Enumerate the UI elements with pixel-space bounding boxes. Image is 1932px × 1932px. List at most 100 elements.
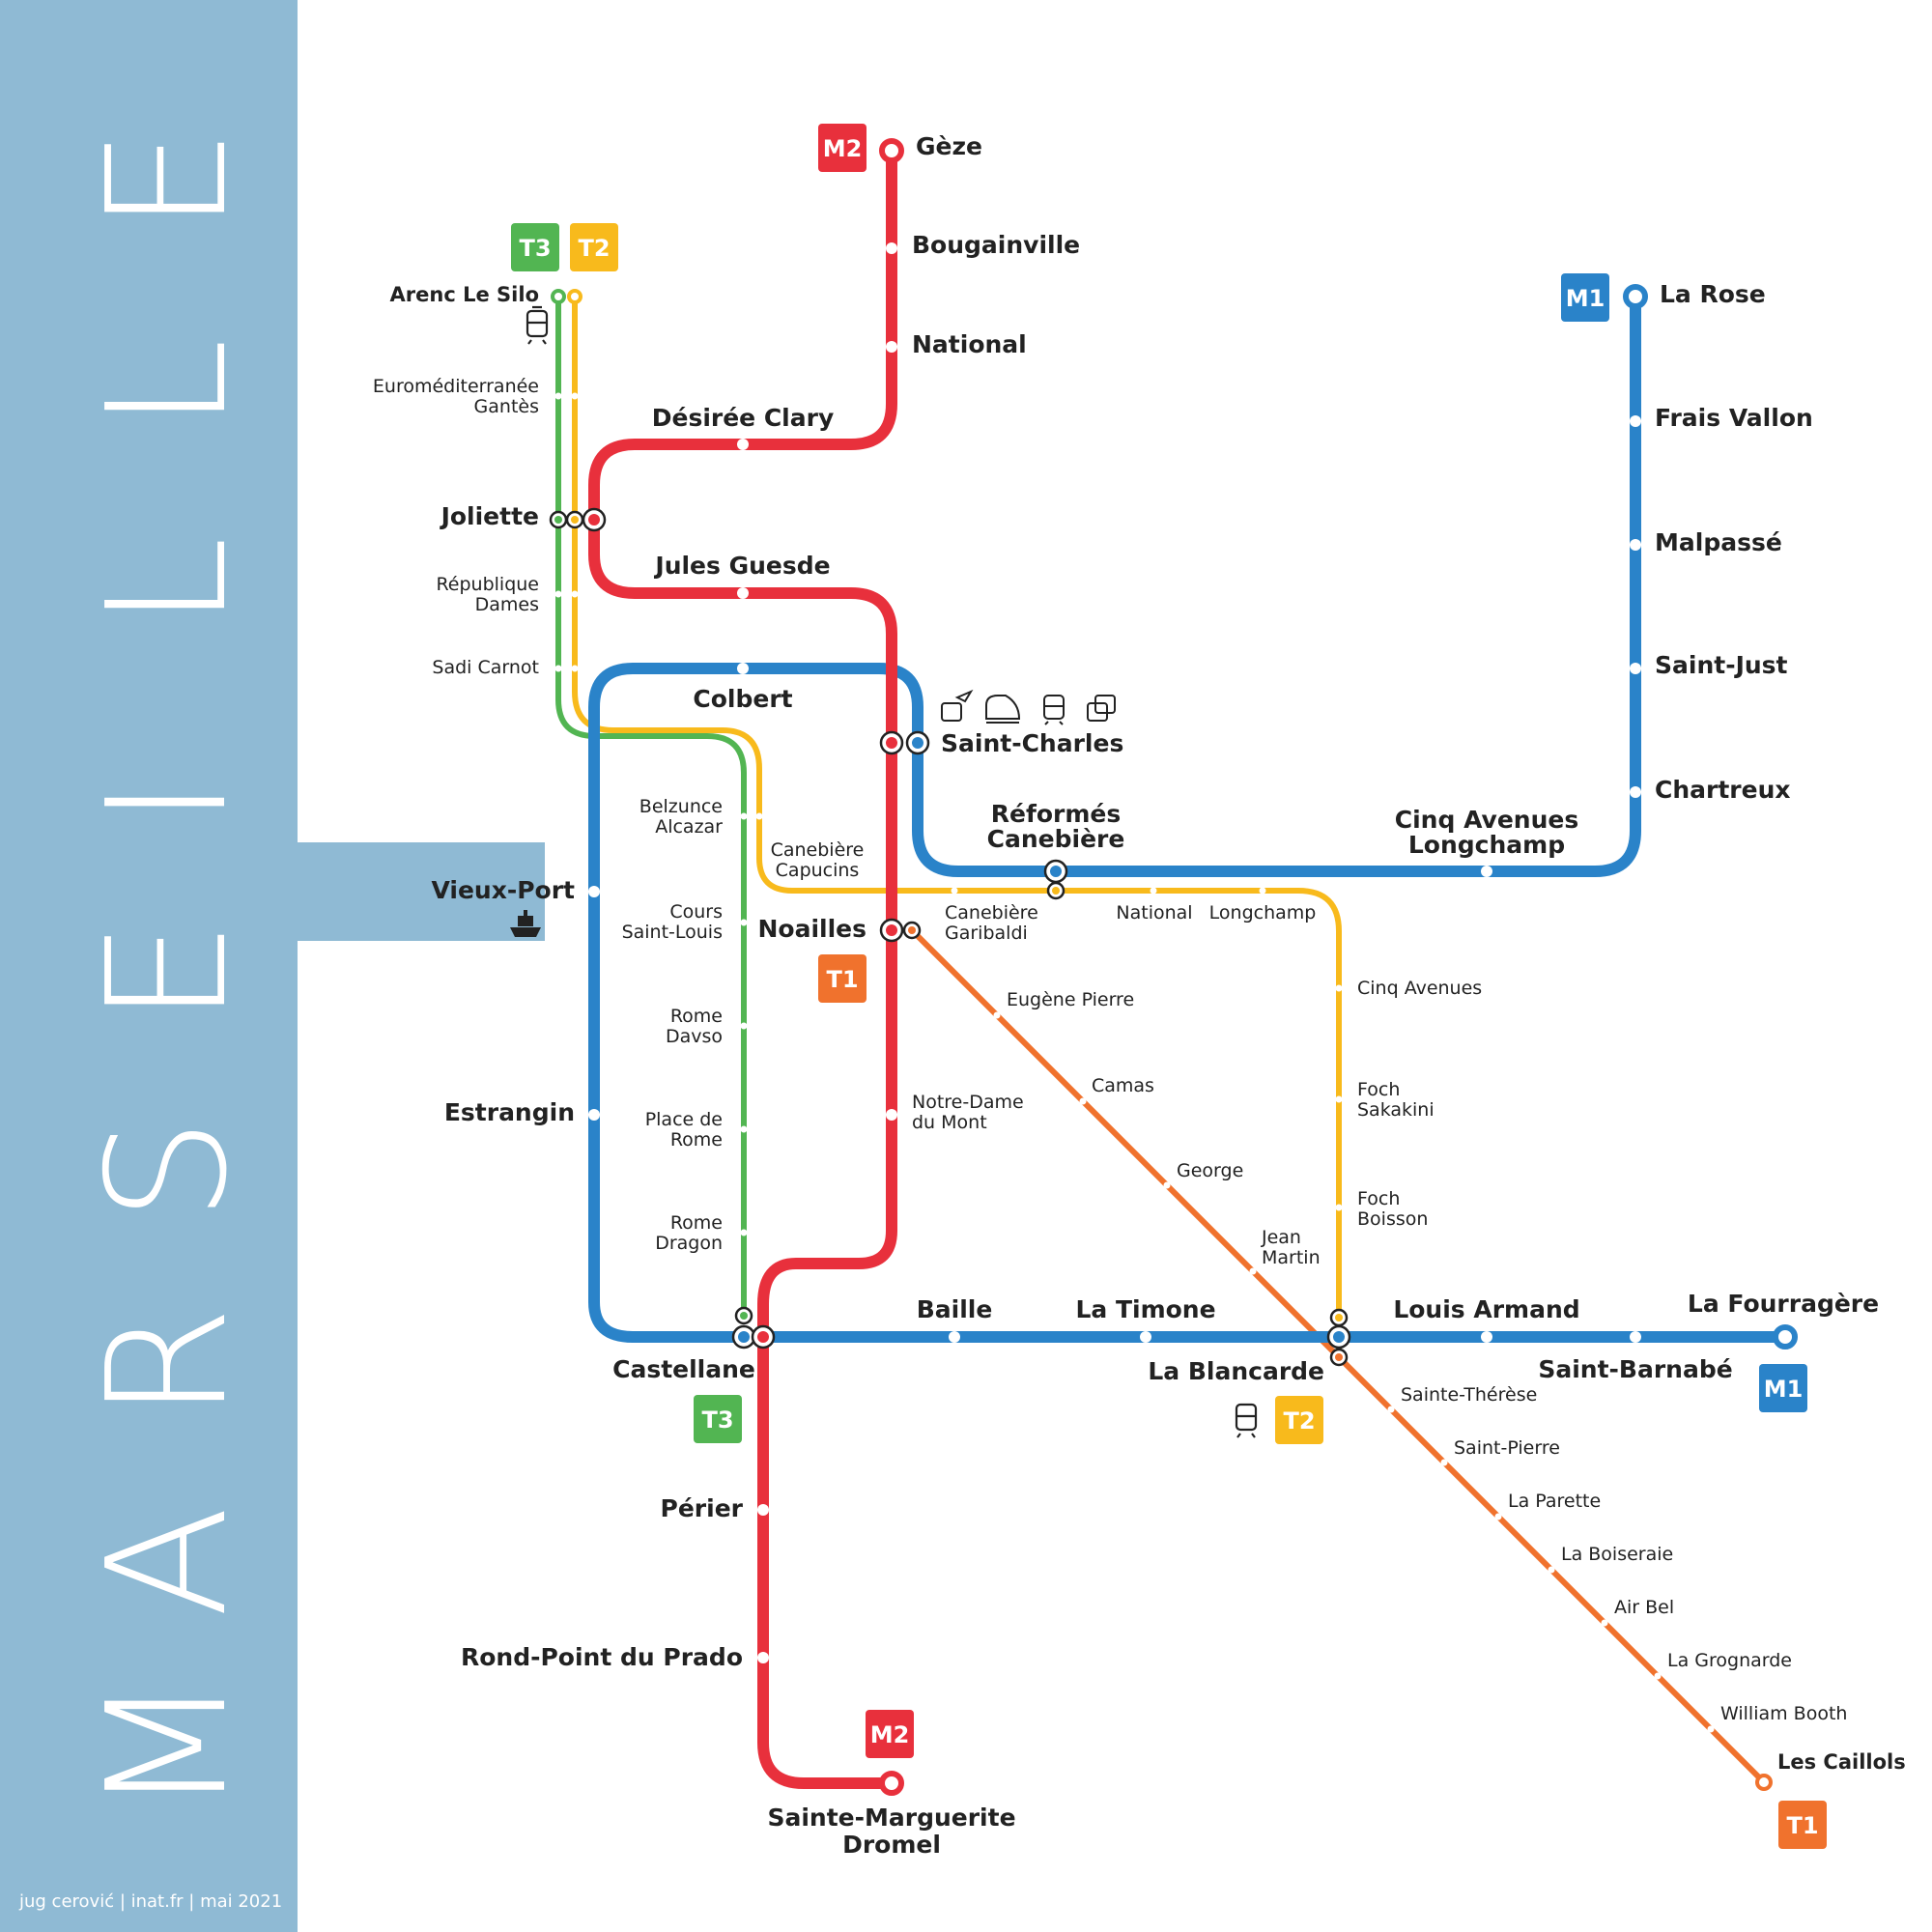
station-stop[interactable] [755, 812, 763, 820]
station-label-cinq-avenues-t2: Cinq Avenues [1357, 978, 1482, 999]
terminal-stop[interactable] [567, 289, 582, 304]
interchange-castellane[interactable] [731, 1306, 776, 1350]
station-stop[interactable] [737, 439, 749, 450]
interchange-reformes[interactable] [1043, 859, 1068, 900]
station-stop[interactable] [740, 1125, 748, 1133]
svg-text:T2: T2 [578, 235, 610, 262]
title-letter: S [72, 1118, 264, 1222]
badge-m1-north[interactable]: M1 [1561, 273, 1609, 322]
interchange-la-blancarde[interactable] [1326, 1308, 1351, 1367]
station-label-rond-point: Rond-Point du Prado [461, 1643, 743, 1671]
station-stop[interactable] [1630, 663, 1641, 674]
station-stop[interactable] [993, 1011, 1001, 1019]
station-stop[interactable] [1163, 1181, 1171, 1189]
interchange-noailles[interactable] [879, 918, 922, 943]
station-stop[interactable] [1654, 1672, 1662, 1680]
badge-t2-blancarde[interactable]: T2 [1275, 1396, 1323, 1444]
station-stop[interactable] [1630, 1331, 1641, 1343]
station-stop[interactable] [1335, 984, 1343, 992]
line-t3 [555, 297, 747, 1316]
station-stop[interactable] [1630, 786, 1641, 798]
station-stop[interactable] [740, 919, 748, 926]
station-stop[interactable] [740, 812, 748, 820]
station-stop[interactable] [737, 663, 749, 674]
station-stop[interactable] [886, 341, 897, 353]
station-stop[interactable] [1548, 1566, 1555, 1574]
title-letter: L [72, 338, 264, 430]
station-stop[interactable] [1601, 1619, 1608, 1627]
station-stop[interactable] [554, 590, 562, 598]
station-stop[interactable] [1079, 1097, 1087, 1105]
station-stop[interactable] [737, 587, 749, 599]
bus-icon [1087, 695, 1116, 722]
badge-m2-south[interactable]: M2 [866, 1710, 914, 1758]
interchange-saint-charles[interactable] [879, 730, 930, 755]
station-stop[interactable] [571, 590, 579, 598]
station-label-vieux-port: Vieux-Port [431, 876, 575, 904]
terminal-stop[interactable] [879, 1771, 904, 1796]
station-label-joliette: Joliette [440, 502, 539, 530]
station-stop[interactable] [571, 665, 579, 672]
badge-t1-south[interactable]: T1 [1778, 1801, 1827, 1849]
station-stop[interactable] [949, 1331, 960, 1343]
terminal-stop[interactable] [551, 289, 566, 304]
terminal-stop[interactable] [1773, 1324, 1798, 1350]
station-stop[interactable] [757, 1652, 769, 1663]
station-stop[interactable] [1335, 1095, 1343, 1103]
badge-t1-noailles[interactable]: T1 [818, 954, 867, 1003]
badge-m2-north[interactable]: M2 [818, 124, 867, 172]
badge-t3-north[interactable]: T3 [511, 223, 559, 271]
station-label-la-timone: La Timone [1075, 1295, 1215, 1323]
station-label-la-parette: La Parette [1508, 1491, 1601, 1512]
station-stop[interactable] [757, 1504, 769, 1516]
terminal-stop[interactable] [1623, 284, 1648, 309]
badge-m1-east[interactable]: M1 [1759, 1364, 1807, 1412]
title-letter: E [72, 921, 264, 1024]
station-label-saint-charles: Saint-Charles [941, 729, 1123, 757]
station-label-malpasse: Malpassé [1655, 528, 1782, 556]
station-stop[interactable] [1335, 1204, 1343, 1211]
station-stop[interactable] [1150, 887, 1157, 895]
station-stop[interactable] [1630, 415, 1641, 427]
station-stops [551, 138, 1798, 1796]
station-stop[interactable] [571, 392, 579, 400]
station-label-les-caillols: Les Caillols [1777, 1750, 1906, 1774]
svg-text:M1: M1 [1566, 285, 1605, 312]
station-stop[interactable] [1481, 866, 1492, 877]
station-stop[interactable] [1481, 1331, 1492, 1343]
station-stop[interactable] [886, 1109, 897, 1121]
svg-text:M2: M2 [870, 1721, 910, 1748]
station-stop[interactable] [1140, 1331, 1151, 1343]
station-stop[interactable] [588, 886, 600, 897]
station-stop[interactable] [1249, 1267, 1257, 1275]
station-stop[interactable] [1259, 887, 1266, 895]
ferry-icon [510, 910, 541, 937]
station-label-la-boiseraie: La Boiseraie [1561, 1544, 1673, 1565]
station-stop[interactable] [1387, 1406, 1395, 1413]
badge-t3-castellane[interactable]: T3 [694, 1395, 742, 1443]
terminal-stop[interactable] [879, 138, 904, 163]
title-letter: E [72, 128, 264, 232]
terminal-stop[interactable] [1755, 1774, 1773, 1791]
station-stop[interactable] [554, 665, 562, 672]
map-title: M A R S E I L L E [72, 128, 264, 1816]
station-stop[interactable] [1440, 1459, 1448, 1466]
station-stop[interactable] [740, 1022, 748, 1030]
badge-t2-north[interactable]: T2 [570, 223, 618, 271]
station-stop[interactable] [886, 242, 897, 254]
interchange-joliette[interactable] [549, 507, 607, 532]
station-stop[interactable] [740, 1229, 748, 1236]
station-stop[interactable] [588, 1109, 600, 1121]
tram-icon [1043, 695, 1065, 725]
station-stop[interactable] [1707, 1725, 1715, 1733]
station-stop[interactable] [951, 887, 958, 895]
station-stop[interactable] [554, 392, 562, 400]
station-stop[interactable] [1494, 1513, 1502, 1520]
station-stop[interactable] [1630, 539, 1641, 551]
